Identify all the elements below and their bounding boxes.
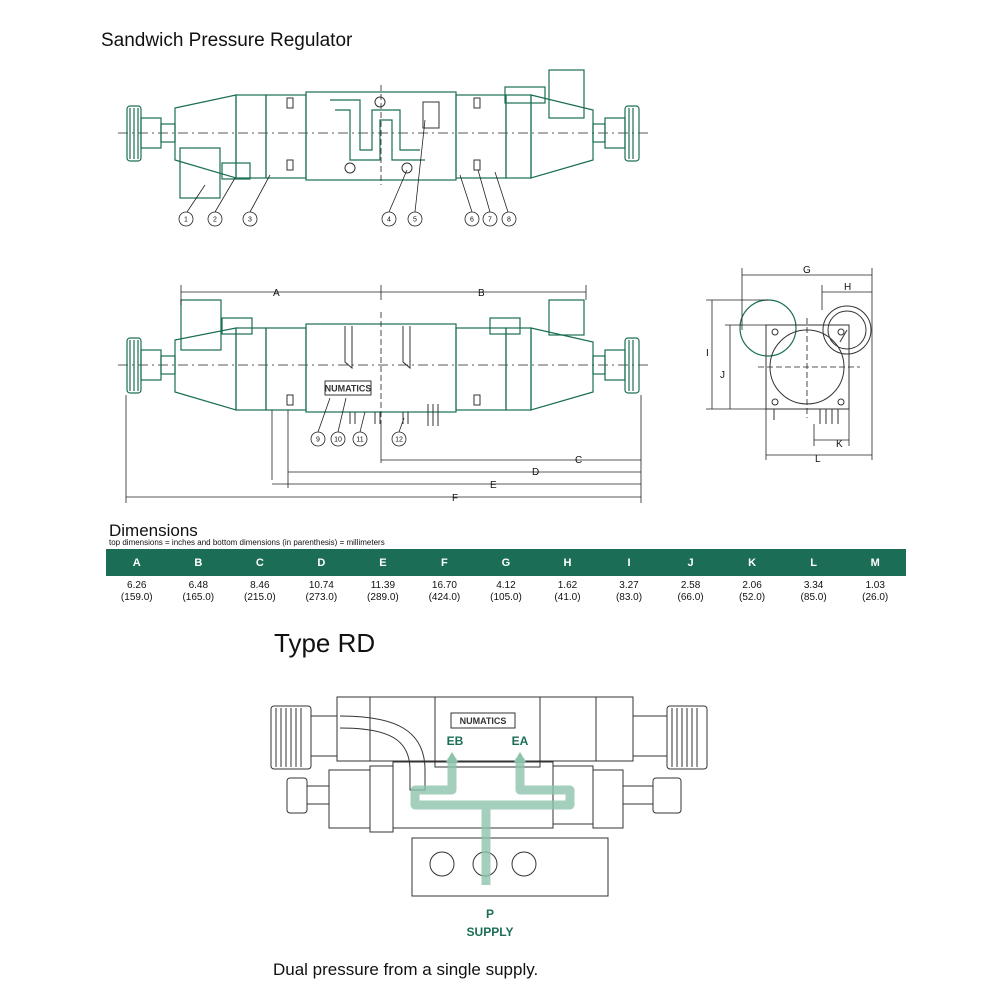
mm-cell: (41.0) [554,592,581,603]
inches-cell: 3.34 [803,580,824,591]
top-view-drawing [118,69,650,213]
inches-cell: 6.26 [127,580,147,591]
mm-cell: (424.0) [428,592,461,603]
callout-10: 10 [334,437,342,444]
dimension-c-label: C [575,455,582,466]
dimension-h-label: H [844,282,851,293]
callout-circle [352,431,368,447]
brand-logo-front: NUMATICS [325,384,372,394]
header-cell: I [598,549,660,576]
front-view-dimension-lines: A B C D E F [125,285,642,504]
dimension-k-label: K [836,439,843,450]
callout-circle [381,211,397,227]
type-rd-drawing: NUMATICS EB EA P SUPPLY [270,696,708,939]
type-rd-title: Type RD [274,628,376,658]
header-cell: F [413,549,476,576]
mm-cell: (105.0) [490,592,522,603]
callout-11: 11 [356,437,363,444]
inches-cell: 6.48 [188,580,209,591]
inches-cell: 2.58 [680,580,701,591]
inches-cell: 16.70 [431,580,457,591]
callout-4: 4 [387,217,391,224]
header-cell: B [167,549,230,576]
callout-circle [207,211,223,227]
header-cell: C [229,549,291,576]
callout-circle [178,211,194,227]
dimensions-table: A B C D E F G H I J K L M 6.26 6.48 8.46… [106,549,906,604]
header-cell: G [475,549,537,576]
front-view-callouts: 9 10 11 12 [310,431,407,447]
dimension-e-label: E [490,480,497,491]
inches-cell: 10.74 [308,580,334,591]
dimensions-note: top dimensions = inches and bottom dimen… [109,538,385,547]
inches-cell: 1.03 [865,580,885,591]
inches-cell: 1.62 [557,580,578,591]
callout-2: 2 [213,217,217,224]
dimension-d-label: D [532,467,539,478]
header-cell: E [352,549,414,576]
dimension-l-label: L [815,454,821,465]
mm-cell: (289.0) [367,592,399,603]
top-view-callouts: 1 2 3 4 5 6 7 8 [178,211,517,227]
mm-cell: (273.0) [305,592,338,603]
page-title: Sandwich Pressure Regulator [101,30,353,51]
callout-circle [242,211,258,227]
inches-cell: 2.06 [742,580,762,591]
callout-9: 9 [316,437,320,444]
front-view-drawing: NUMATICS [118,299,650,433]
dimensions-inches-row: 6.26 6.48 8.46 10.74 11.39 16.70 4.12 1.… [106,576,906,592]
callout-6: 6 [470,217,474,224]
flow-label-p: P [486,907,494,921]
dimensions-title: Dimensions [109,521,198,540]
dimensions-header-row: A B C D E F G H I J K L M [106,549,906,576]
brand-logo-type-rd: NUMATICS [460,716,507,726]
callout-3: 3 [248,217,252,224]
callout-circle [391,431,407,447]
callout-circle [330,431,346,447]
header-cell: D [290,549,353,576]
callout-7: 7 [488,217,492,224]
callout-circle [464,211,480,227]
header-cell: M [844,549,906,576]
dimension-g-label: G [803,265,811,276]
mm-cell: (52.0) [739,592,766,603]
callout-8: 8 [507,217,511,224]
callout-5: 5 [413,217,417,224]
callout-circle [482,211,498,227]
callout-12: 12 [395,437,403,444]
type-rd-caption: Dual pressure from a single supply. [273,960,539,979]
dimension-f-label: F [452,493,458,504]
dimension-a-label: A [273,288,280,299]
mm-cell: (66.0) [677,592,704,603]
callout-circle [407,211,423,227]
callout-circle [501,211,517,227]
header-cell: L [782,549,845,576]
callout-circle [310,431,326,447]
inches-cell: 11.39 [370,580,396,591]
mm-cell: (85.0) [800,592,827,603]
mm-cell: (83.0) [615,592,643,603]
dimensions-mm-row: (159.0) (165.0) (215.0) (273.0) (289.0) … [106,592,906,604]
side-view-drawing: G H I J K L [706,265,873,465]
flow-label-eb: EB [447,734,464,748]
inches-cell: 3.27 [619,580,639,591]
dimension-i-label: I [706,348,709,359]
header-cell: J [659,549,722,576]
flow-label-supply: SUPPLY [467,925,514,939]
callout-1: 1 [184,217,188,224]
dimension-j-label: J [720,370,725,381]
header-cell: H [536,549,599,576]
header-cell: K [721,549,783,576]
flow-label-ea: EA [512,734,529,748]
dimension-b-label: B [478,288,485,299]
inches-cell: 8.46 [250,580,270,591]
mm-cell: (215.0) [243,592,276,603]
inches-cell: 4.12 [496,580,516,591]
mm-cell: (26.0) [862,592,889,603]
header-cell: A [106,549,168,576]
mm-cell: (159.0) [120,592,153,603]
mm-cell: (165.0) [182,592,215,603]
